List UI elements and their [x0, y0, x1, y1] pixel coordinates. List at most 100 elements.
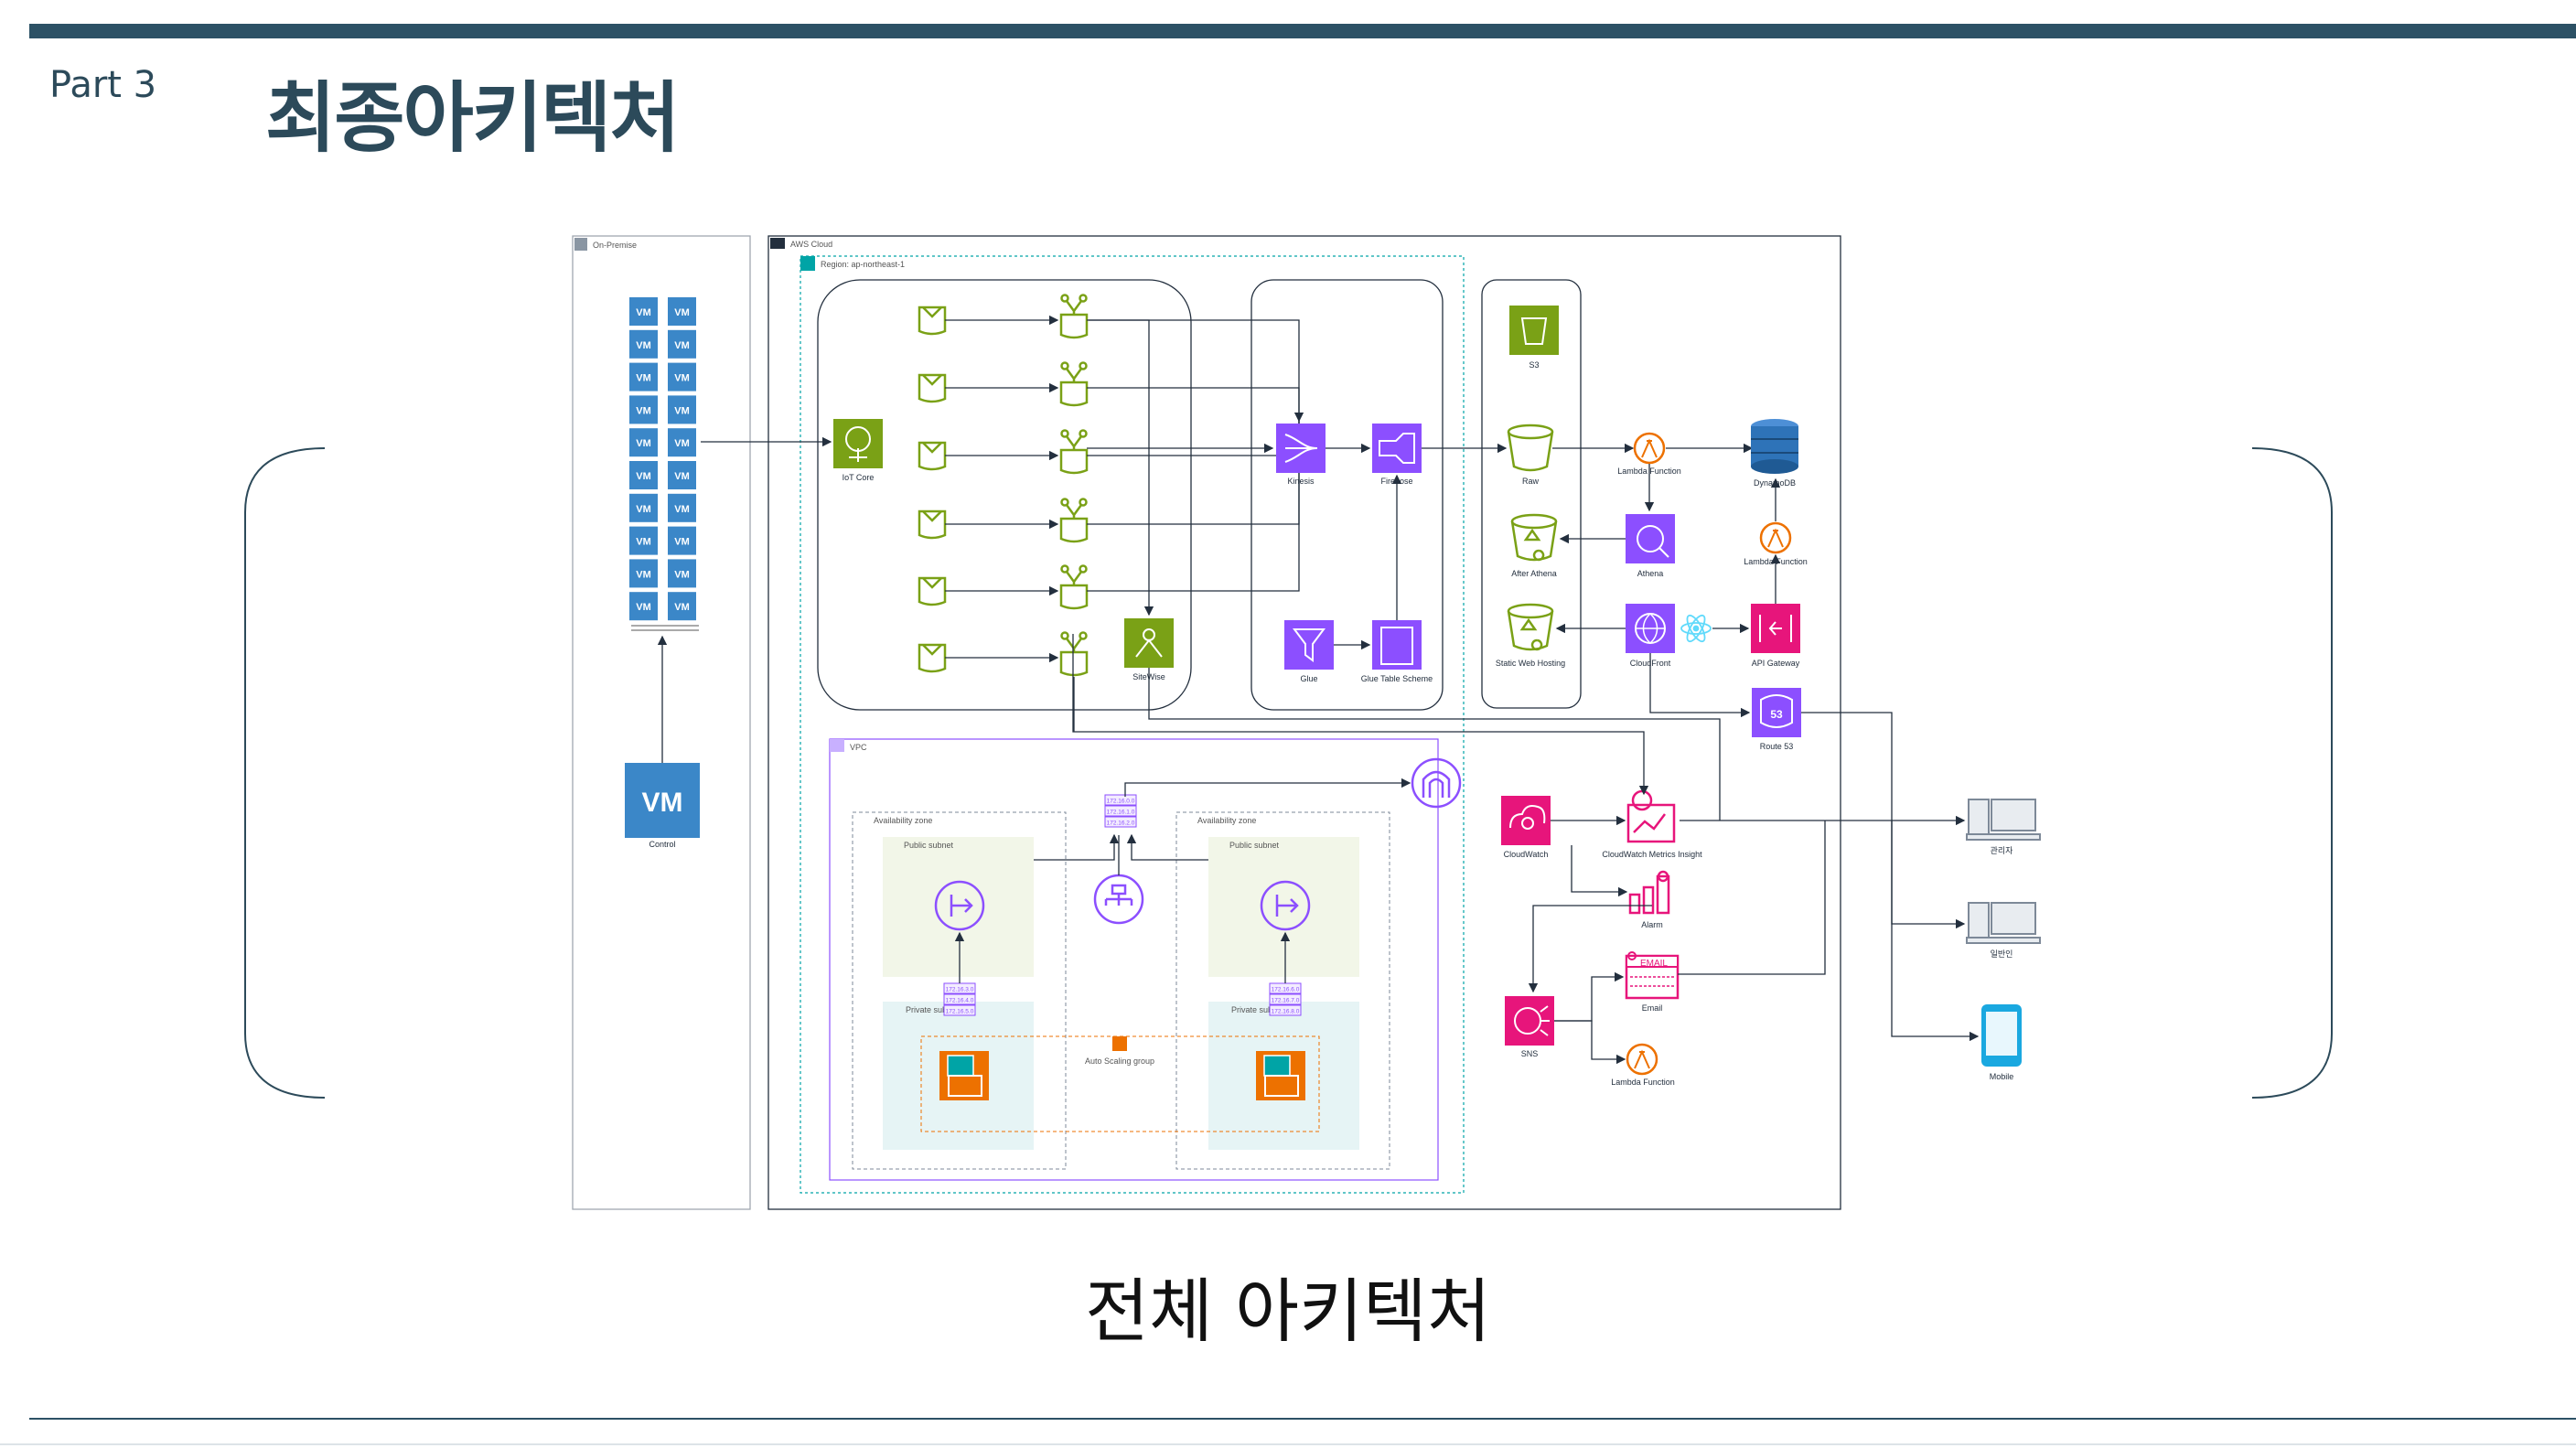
vm-icon [629, 362, 658, 391]
vm-icon [629, 592, 658, 621]
vm-icon [629, 559, 658, 588]
static-hosting-bucket-icon [1507, 603, 1554, 651]
svg-text:172.16.1.0: 172.16.1.0 [1107, 810, 1135, 816]
private1-label: Private subnet [906, 1005, 959, 1014]
greengrass-device-icon [1059, 631, 1089, 677]
region-label: Region: ap-northeast-1 [821, 260, 905, 269]
email-label: Email [1642, 1003, 1663, 1013]
kinesis-label: Kinesis [1287, 477, 1315, 486]
flag-icon [800, 256, 815, 271]
vm-text: VM [674, 307, 690, 318]
vm-text: VM [636, 373, 651, 384]
vm-text: VM [636, 602, 651, 613]
vm-text: VM [674, 340, 690, 351]
sitewise-icon [1124, 618, 1174, 668]
admin-pc-icon [1966, 799, 2041, 841]
route53-icon-text: 53 [1770, 708, 1783, 721]
after-athena-bucket-icon [1510, 513, 1558, 562]
sensor-icon [918, 643, 947, 673]
control-label: Control [649, 840, 675, 849]
az2-group [1175, 811, 1390, 1170]
vm-text: VM [636, 438, 651, 449]
user-label: 일반인 [1991, 949, 2013, 959]
control-vm-icon [625, 763, 700, 838]
cloudwatch-icon [1501, 796, 1551, 845]
asg-label: Auto Scaling group [1085, 1057, 1154, 1066]
header-bar [29, 24, 2576, 38]
svg-text:172.16.0.0: 172.16.0.0 [1107, 799, 1135, 805]
sensor-rows [918, 294, 1304, 732]
static-hosting-label: Static Web Hosting [1496, 659, 1565, 668]
user-pc-icon [1966, 902, 2041, 944]
footer-line-light [0, 1443, 2576, 1445]
mobile-icon [1981, 1004, 2022, 1067]
vm-text: VM [636, 405, 651, 416]
vm-text: VM [674, 471, 690, 482]
asg-icon [1112, 1036, 1127, 1051]
lambda-2-icon [1759, 521, 1792, 554]
vm-icon [629, 329, 658, 359]
footer-line [29, 1418, 2576, 1420]
vm-text: VM [674, 438, 690, 449]
vm-text: VM [636, 340, 651, 351]
glue-label: Glue [1300, 674, 1317, 683]
greengrass-device-icon [1059, 564, 1089, 610]
private2-label: Private subnet [1231, 1005, 1284, 1014]
vm-icon [629, 297, 658, 326]
vm-icon [668, 362, 696, 391]
building-icon [574, 238, 587, 251]
sensor-icon [918, 441, 947, 471]
s3-label: S3 [1529, 360, 1539, 370]
vm-icon [668, 329, 696, 359]
sensor-icon [918, 373, 947, 403]
cw-metrics-icon [1626, 789, 1676, 843]
dynamodb-icon [1751, 419, 1798, 474]
svg-text:172.16.8.0: 172.16.8.0 [1272, 1009, 1300, 1015]
vm-icon [668, 493, 696, 522]
public-subnet-2 [1208, 837, 1359, 977]
raw-label: Raw [1522, 477, 1540, 486]
sns-label: SNS [1521, 1049, 1539, 1058]
iot-core-label: IoT Core [843, 473, 875, 482]
email-icon-text: EMAIL [1640, 959, 1668, 969]
vm-icon [668, 559, 696, 588]
glue-icon [1284, 620, 1334, 670]
mobile-label: Mobile [1990, 1072, 2014, 1081]
region-group [800, 255, 1465, 1194]
public2-label: Public subnet [1229, 841, 1280, 850]
dynamodb-label: DynamoDB [1754, 478, 1796, 488]
greengrass-device-icon [1059, 361, 1089, 407]
admin-label: 관리자 [1991, 846, 2014, 855]
lambda-3-icon [1626, 1043, 1658, 1076]
diagram-caption: 전체 아키텍처 [1085, 1271, 1491, 1352]
email-icon: EMAIL [1625, 951, 1680, 1000]
storage-container [1481, 279, 1582, 709]
vm-text: VM [636, 307, 651, 318]
vm-text: VM [636, 504, 651, 515]
az1-group [852, 811, 1067, 1170]
public1-label: Public subnet [904, 841, 954, 850]
vm-text: VM [674, 537, 690, 548]
vm-text: VM [636, 537, 651, 548]
load-balancer-icon [1093, 874, 1144, 925]
svg-text:172.16.2.0: 172.16.2.0 [1107, 821, 1135, 827]
cloudwatch-label: CloudWatch [1504, 850, 1549, 859]
svg-text:172.16.3.0: 172.16.3.0 [946, 987, 974, 993]
internet-gateway-icon [1411, 757, 1462, 809]
athena-label: Athena [1637, 569, 1664, 578]
nat-gateway-1-icon [934, 880, 985, 931]
az2-label: Availability zone [1197, 816, 1256, 825]
vm-icon [629, 395, 658, 424]
api-gateway-label: API Gateway [1752, 659, 1800, 668]
vm-icon [668, 395, 696, 424]
greengrass-device-icon [1059, 429, 1089, 475]
react-icon [1680, 614, 1712, 643]
svg-text:172.16.4.0: 172.16.4.0 [946, 998, 974, 1004]
vpc-label: VPC [850, 743, 867, 752]
vm-icon [668, 526, 696, 555]
alarm-label: Alarm [1641, 920, 1663, 929]
